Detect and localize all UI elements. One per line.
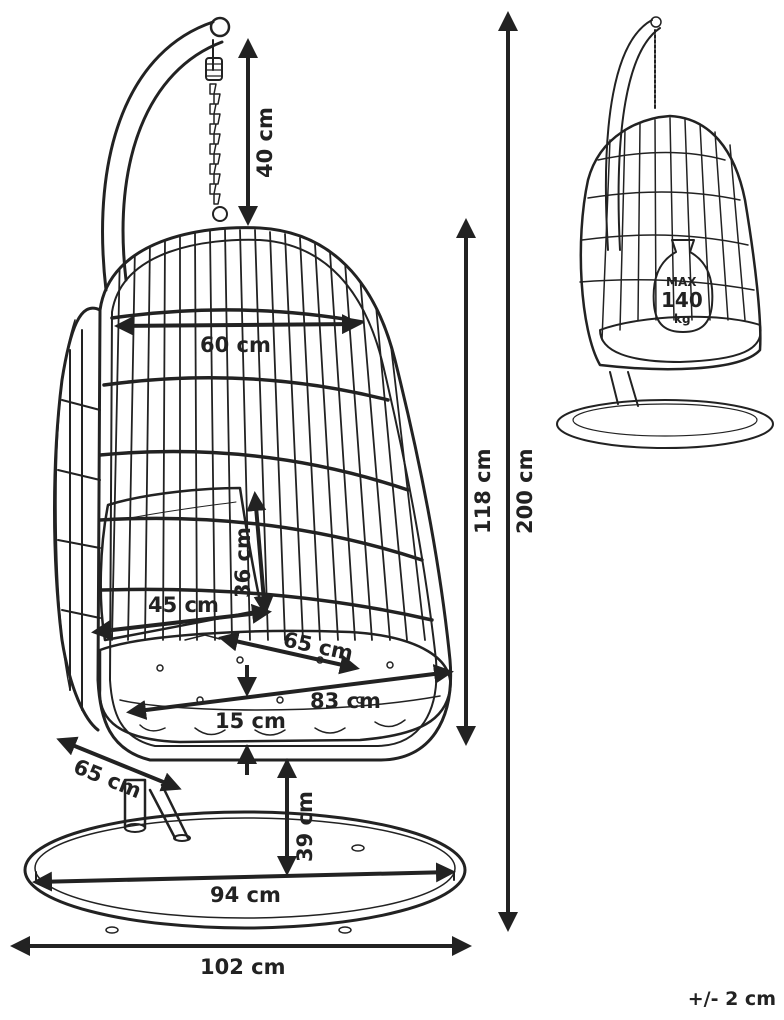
basket-height-label: 118 cm xyxy=(471,449,495,534)
tolerance-note: +/- 2 cm xyxy=(687,988,776,1010)
chain-height-label: 40 cm xyxy=(253,107,277,178)
top-width-arrow xyxy=(114,314,362,336)
base-depth-arrow xyxy=(56,736,182,792)
seat-depth-arrow xyxy=(218,631,360,675)
ground-clearance-label: 39 cm xyxy=(293,791,317,862)
seat-width-label: 45 cm xyxy=(148,593,219,617)
base-depth-label: 65 cm xyxy=(70,754,145,803)
base-inner-arrow xyxy=(32,862,456,892)
capacity-unit: kg xyxy=(674,312,691,326)
main-chair-drawing xyxy=(23,16,467,934)
cushion-height-arrow xyxy=(246,491,274,616)
preview-chair: MAX 140 kg xyxy=(556,16,774,449)
dimension-arrows xyxy=(10,11,518,956)
seat-width-arrow xyxy=(91,603,272,641)
basket-width-arrow xyxy=(126,664,454,720)
basket-width-label: 83 cm xyxy=(310,689,381,713)
base-outer-label: 102 cm xyxy=(200,955,285,979)
dimension-labels: 40 cm 60 cm 36 cm 45 cm 65 cm 83 cm 15 c… xyxy=(70,107,537,979)
top-width-label: 60 cm xyxy=(200,333,271,357)
chain xyxy=(205,39,228,222)
total-height-label: 200 cm xyxy=(513,449,537,534)
weight-bag-icon xyxy=(652,239,714,333)
stand-pole xyxy=(101,16,231,842)
cushion-thickness-label: 15 cm xyxy=(215,709,286,733)
cushion-height-label: 36 cm xyxy=(231,527,255,598)
capacity-max-label: MAX xyxy=(666,275,697,289)
base-inner-label: 94 cm xyxy=(210,883,281,907)
capacity-value: 140 xyxy=(661,288,703,312)
